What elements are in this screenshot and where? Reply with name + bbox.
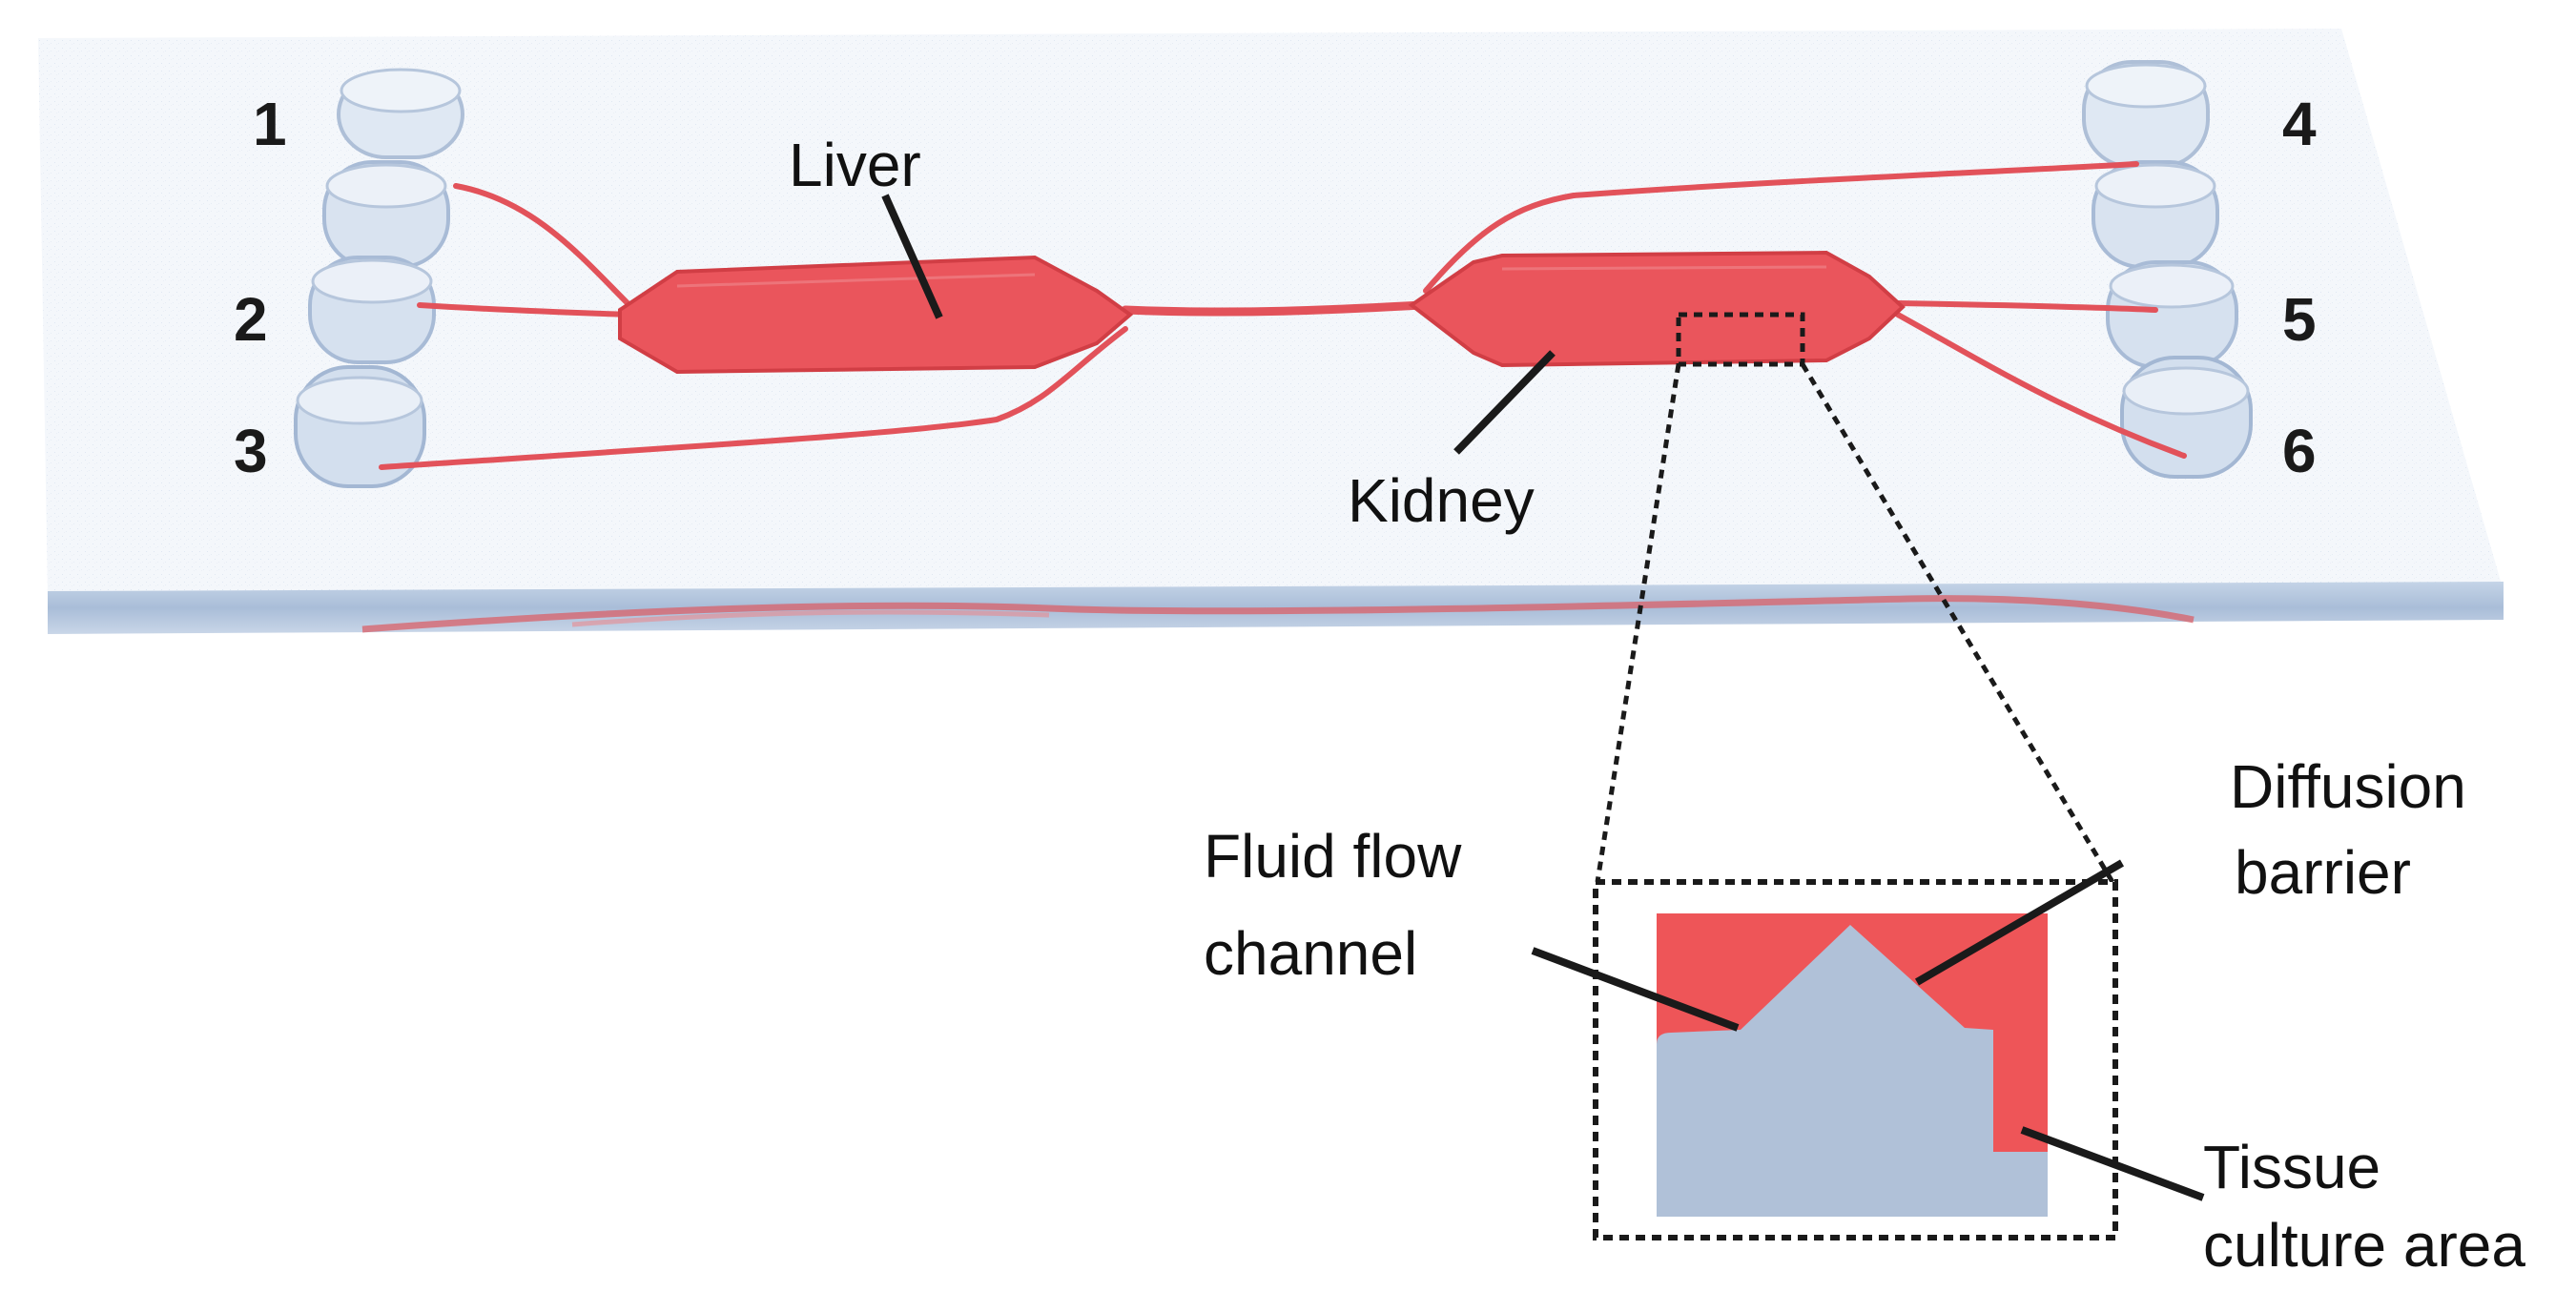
reservoir-port-5	[2106, 260, 2238, 369]
chip-edge-channel-reflection	[361, 595, 2195, 633]
reservoir-port-4	[2082, 60, 2210, 169]
channel-port-1-inlet	[453, 183, 632, 308]
channel-port-6	[1895, 312, 2187, 459]
tissue-culture-leader	[2020, 1126, 2205, 1201]
fluid-flow-label-line2: channel	[1204, 919, 1417, 988]
reservoirs-left	[294, 68, 464, 488]
channel-port-4	[1423, 161, 2139, 294]
channel-liver-to-kidney	[1121, 300, 1426, 317]
reservoir-port-2	[308, 256, 436, 364]
reservoir-2a	[322, 160, 450, 269]
diffusion-barrier-label-line2: barrier	[2235, 838, 2411, 907]
fluid-flow-channel-shape	[1657, 925, 2048, 1217]
port-number-4: 4	[2282, 90, 2317, 158]
reservoir-port-6	[2120, 356, 2253, 479]
zoom-projection-lines	[1595, 362, 2115, 884]
kidney-label: Kidney	[1348, 466, 1535, 535]
liver-leader	[881, 194, 943, 319]
reservoir-4b	[2092, 160, 2219, 269]
reservoir-port-3	[294, 365, 426, 488]
liver-chamber	[618, 255, 1134, 375]
port-number-2: 2	[234, 285, 268, 354]
zoomed-inset	[1593, 879, 2118, 1240]
fluid-flow-leader	[1531, 947, 1740, 1032]
kidney-leader	[1453, 350, 1556, 455]
labels: Liver Kidney Fluid flow channel Diffusio…	[789, 131, 2525, 1280]
leader-lines	[881, 194, 2205, 1201]
reservoirs-right	[2082, 60, 2253, 479]
tissue-culture-label-line2: culture area	[2203, 1211, 2525, 1280]
diffusion-barrier-leader	[1914, 859, 2125, 986]
fluid-flow-label-line1: Fluid flow	[1204, 822, 1462, 891]
port-number-5: 5	[2282, 285, 2317, 354]
channel-port-3-inlet	[379, 326, 1128, 470]
port-number-6: 6	[2282, 417, 2317, 485]
port-number-3: 3	[234, 417, 268, 485]
channel-port-2-inlet	[417, 302, 632, 318]
chip-edge-channel-reflection-2	[571, 609, 1050, 627]
channel-port-5	[1895, 300, 2158, 313]
tissue-culture-label-line1: Tissue	[2203, 1133, 2380, 1201]
port-number-1: 1	[253, 90, 287, 158]
kidney-zoom-region-box	[1676, 312, 1805, 367]
channels	[379, 161, 2187, 470]
liver-label: Liver	[789, 131, 921, 199]
diffusion-barrier-label-line1: Diffusion	[2230, 752, 2466, 821]
reservoir-port-1	[337, 68, 464, 159]
kidney-chamber	[1408, 250, 1906, 368]
port-numbers: 1 2 3 4 5 6	[234, 90, 2317, 485]
